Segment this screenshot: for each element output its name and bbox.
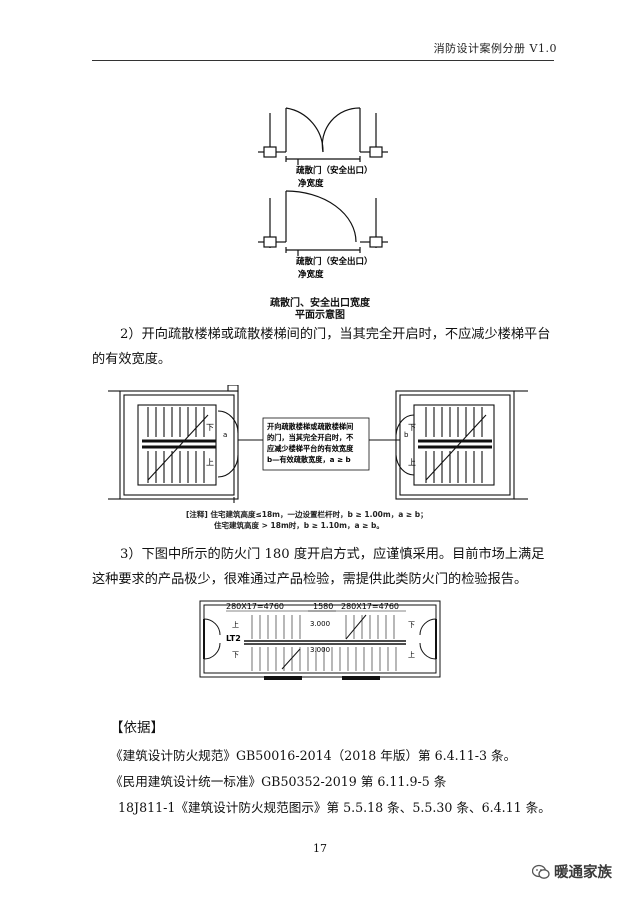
stair-mark-up-right: 上 bbox=[408, 458, 416, 467]
door-width-label-top: 净宽度 bbox=[298, 178, 324, 189]
basis-heading: 【依据】 bbox=[110, 720, 164, 736]
level-lower: 3.000 bbox=[310, 646, 330, 654]
page-number: 17 bbox=[313, 842, 327, 855]
stair-note-line1: [注释] 住宅建筑高度≤18m，一边设置栏杆时，b ≥ 1.00m，a ≥ b； bbox=[186, 510, 428, 519]
door-width-diagram: 疏散门（安全出口） 净宽度 疏散门（安全出口） 净宽度 bbox=[258, 107, 388, 280]
callout-line-1: 开向疏散楼梯或疏散楼梯间 bbox=[267, 422, 353, 431]
mark-up-left: 上 bbox=[232, 620, 239, 629]
dimension-middle: 1580 bbox=[313, 602, 333, 611]
mark-down-right: 下 bbox=[408, 621, 415, 629]
fire-door-180-plan: 280X17=4760 1580 280X17=4760 3.000 3.000… bbox=[199, 600, 441, 680]
header-rule bbox=[92, 60, 554, 61]
stair-mark-down-right: 下 bbox=[408, 423, 416, 432]
level-upper: 3.000 bbox=[310, 620, 330, 628]
stair-mark-up-left: 上 bbox=[206, 458, 214, 467]
basis-line-3: 18J811-1《建筑设计防火规范图示》第 5.5.18 条、5.5.30 条、… bbox=[118, 800, 551, 815]
door-width-label-bottom: 净宽度 bbox=[298, 269, 324, 280]
watermark-text: 暖通家族 bbox=[554, 865, 612, 881]
callout-line-2: 的门，当其完全开启时，不 bbox=[267, 433, 354, 442]
stair-label-lt2: LT2 bbox=[226, 634, 241, 643]
callout-line-4: b—有效疏散宽度，a ≥ b bbox=[267, 455, 351, 464]
mark-down-left: 下 bbox=[232, 651, 239, 659]
callout-line-3: 应减少楼梯平台的有效宽度 bbox=[267, 444, 354, 453]
paragraph-stair-door-width: 2）开向疏散楼梯或疏散楼梯间的门，当其完全开启时，不应减少楼梯平台的有效宽度。 bbox=[92, 327, 551, 367]
wechat-icon bbox=[532, 864, 550, 879]
door-label-top: 疏散门（安全出口） bbox=[296, 165, 373, 176]
paragraph-fire-door-180: 3）下图中所示的防火门 180 度开启方式，应谨慎采用。目前市场上满足这种要求的… bbox=[92, 547, 545, 587]
dimension-left: 280X17=4760 bbox=[226, 602, 284, 611]
stair-note-line2: 住宅建筑高度 > 18m时，b ≥ 1.10m，a ≥ b。 bbox=[214, 521, 384, 530]
stair-mark-a: a bbox=[223, 431, 227, 439]
stair-landing-diagram: 下 上 a b 下 上 开向疏散楼梯或疏散楼梯间 的门，当其完全开启时，不 应减… bbox=[108, 385, 528, 503]
dimension-right: 280X17=4760 bbox=[341, 602, 399, 611]
door-label-bottom: 疏散门（安全出口） bbox=[296, 256, 373, 267]
mark-up-right: 上 bbox=[408, 650, 415, 659]
figure1-caption-line2: 平面示意图 bbox=[295, 310, 345, 321]
watermark: 暖通家族 bbox=[532, 861, 612, 882]
document-header-title: 消防设计案例分册 V1.0 bbox=[433, 42, 557, 55]
figure1-caption-line1: 疏散门、安全出口宽度 bbox=[270, 298, 370, 309]
stair-mark-b: b bbox=[404, 431, 409, 439]
basis-line-2: 《民用建筑设计统一标准》GB50352-2019 第 6.11.9-5 条 bbox=[110, 774, 447, 789]
stair-mark-down-left: 下 bbox=[206, 423, 214, 432]
basis-line-1: 《建筑设计防火规范》GB50016-2014（2018 年版）第 6.4.11-… bbox=[110, 748, 517, 763]
